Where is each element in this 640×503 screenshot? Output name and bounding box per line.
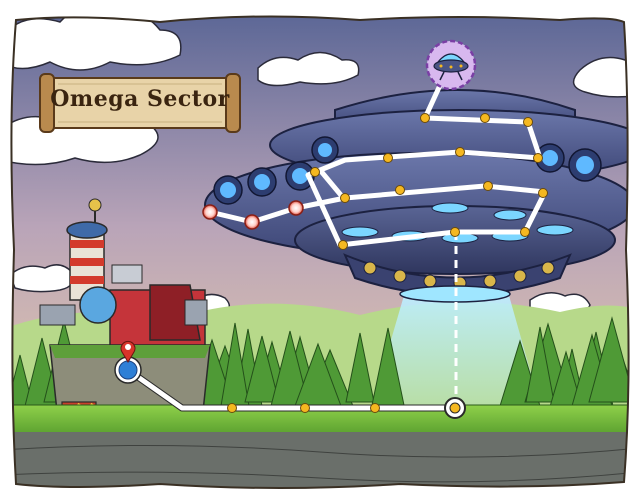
location-pin-icon[interactable]	[114, 340, 142, 384]
map-node[interactable]	[338, 240, 348, 250]
map-node[interactable]	[455, 147, 465, 157]
map-node[interactable]	[383, 153, 393, 163]
map-node[interactable]	[520, 227, 530, 237]
map-node[interactable]	[310, 167, 320, 177]
map-node[interactable]	[227, 403, 237, 413]
map-nodes	[227, 113, 548, 413]
map-title-scroll: Omega Sector	[38, 72, 242, 134]
map-node[interactable]	[395, 185, 405, 195]
map-node[interactable]	[370, 403, 380, 413]
pine-tree	[525, 326, 555, 403]
map-title: Omega Sector	[50, 86, 230, 112]
omega-base-building	[39, 198, 208, 351]
portal-icon[interactable]	[244, 214, 260, 230]
pine-tree	[345, 332, 375, 403]
map-node[interactable]	[483, 181, 493, 191]
map-node[interactable]	[450, 227, 460, 237]
map-node[interactable]	[340, 193, 350, 203]
ufo-icon[interactable]	[425, 39, 477, 91]
map-node[interactable]	[480, 113, 490, 123]
portal-icon[interactable]	[202, 204, 218, 220]
map-node[interactable]	[420, 113, 430, 123]
map-node[interactable]	[300, 403, 310, 413]
map-node[interactable]	[538, 188, 548, 198]
map-node[interactable]	[533, 153, 543, 163]
pine-tree	[588, 316, 636, 403]
map-node[interactable]	[523, 117, 533, 127]
pine-tree	[244, 335, 280, 403]
pine-forest	[5, 316, 639, 411]
portal-icon[interactable]	[288, 200, 304, 216]
beam-landing-node[interactable]	[444, 397, 466, 419]
